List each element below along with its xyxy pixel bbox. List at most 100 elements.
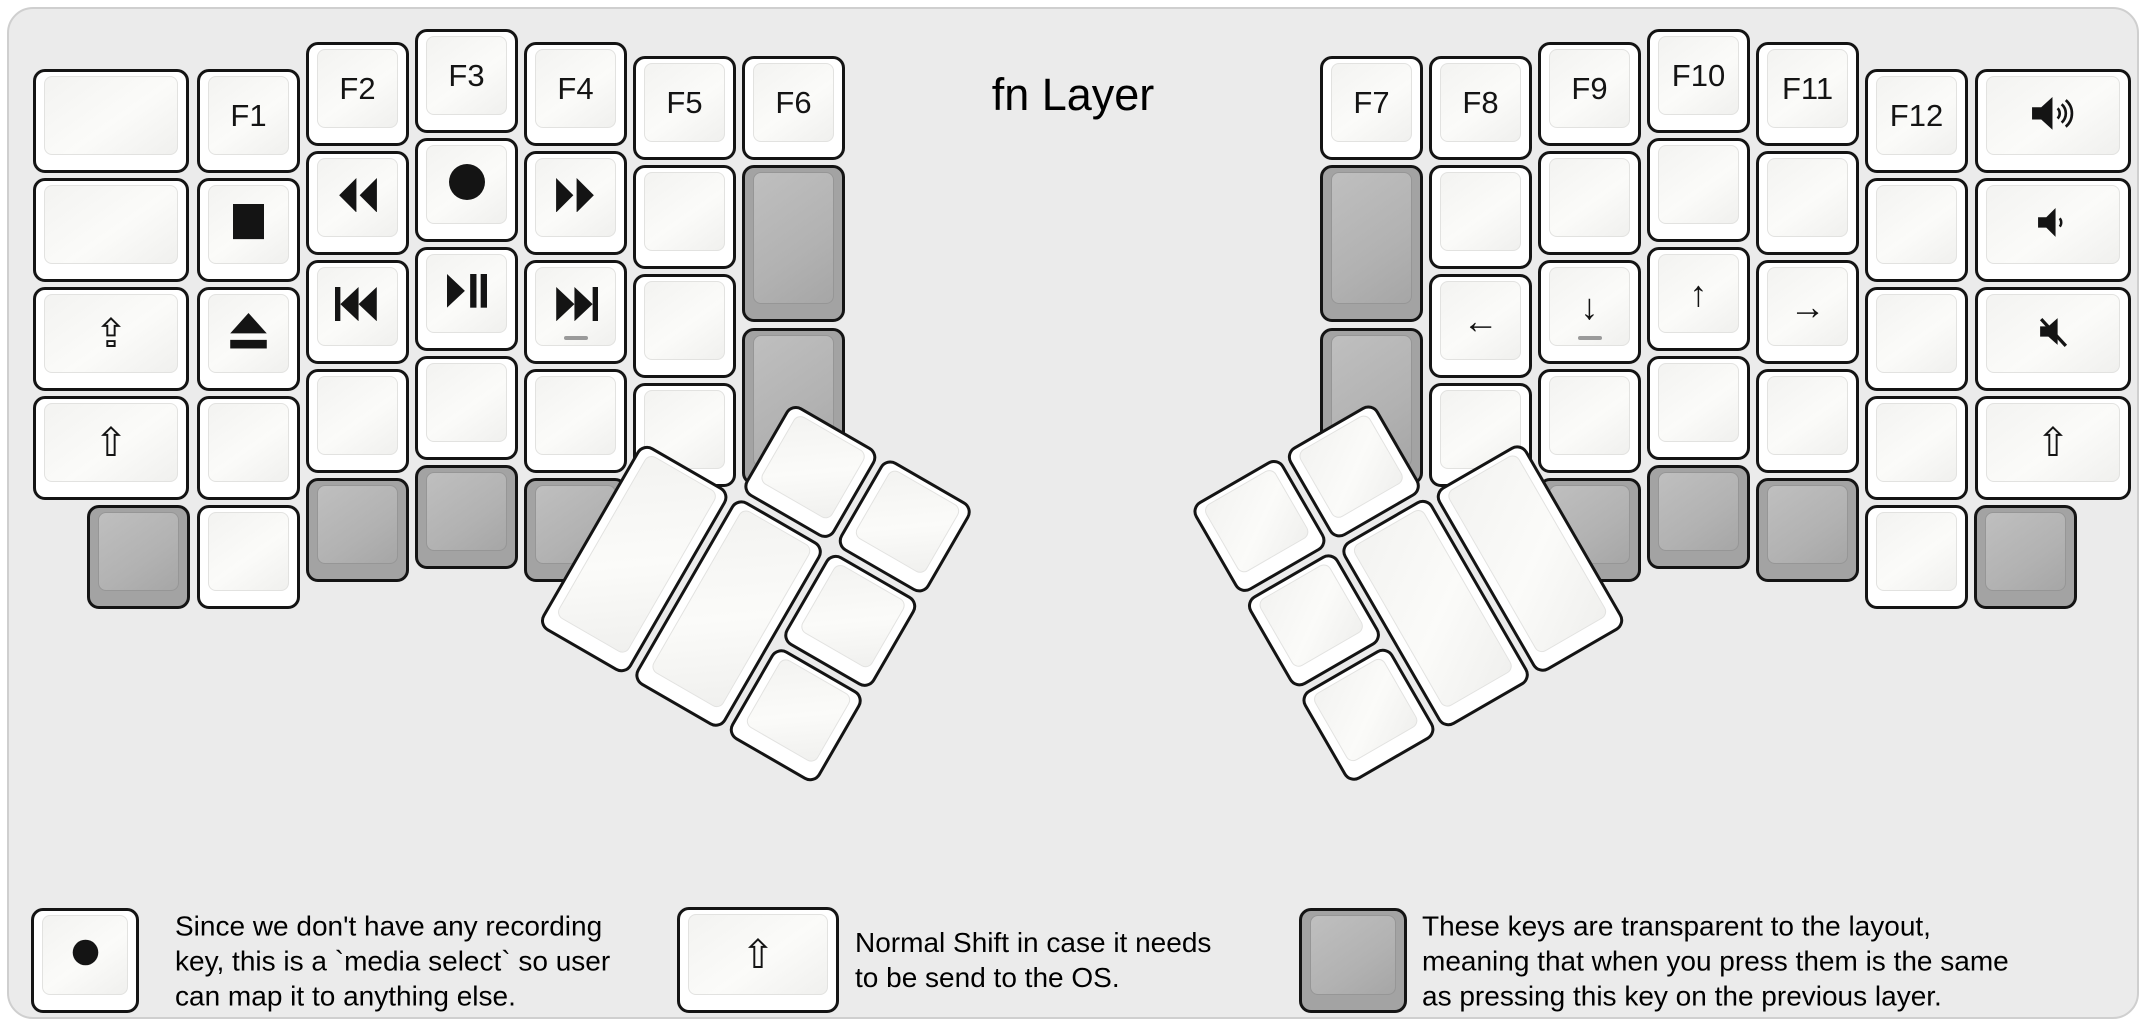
keycap-surface (208, 294, 289, 373)
key-blank[interactable] (1865, 178, 1968, 282)
key-transparent[interactable] (1974, 505, 2077, 609)
key-blank[interactable] (1538, 151, 1641, 255)
key-legend-text: ↓ (1580, 285, 1599, 327)
key-f9[interactable]: F9 (1538, 42, 1641, 146)
key-transparent[interactable] (1320, 165, 1423, 322)
layer-title: fn Layer (991, 69, 1155, 120)
key-legend-text: F4 (557, 71, 594, 106)
key-rewind[interactable] (306, 151, 409, 255)
key-blank[interactable] (306, 369, 409, 473)
keycap-surface (644, 281, 725, 360)
key-blank[interactable] (1865, 505, 1968, 609)
key-blank[interactable] (524, 369, 627, 473)
keycap-surface (1202, 467, 1312, 576)
key-left-arrow[interactable]: ← (1429, 274, 1532, 378)
keycap-surface: F11 (1767, 49, 1848, 128)
key-blank[interactable] (633, 165, 736, 269)
key-transparent[interactable] (306, 478, 409, 582)
keycap-surface: ⇪ (44, 294, 178, 373)
key-blank[interactable] (197, 505, 300, 609)
homing-mark (563, 336, 588, 340)
key-blank[interactable] (1756, 151, 1859, 255)
key-transparent[interactable] (415, 465, 518, 569)
keycap-surface (208, 512, 289, 591)
key-blank[interactable] (415, 356, 518, 460)
stop-icon (233, 204, 264, 244)
key-blank[interactable] (1756, 369, 1859, 473)
keycap-surface (1549, 158, 1630, 237)
key-up-arrow[interactable]: ↑ (1647, 247, 1750, 351)
key-f8[interactable]: F8 (1429, 56, 1532, 160)
keycap-surface (1986, 294, 2120, 373)
keycap-surface (1985, 512, 2066, 591)
key-legend-text: F6 (775, 85, 812, 120)
keycap-surface (1296, 412, 1406, 521)
key-play-pause[interactable] (415, 247, 518, 351)
key-f12[interactable]: F12 (1865, 69, 1968, 173)
keycap-surface (1986, 185, 2120, 264)
key-blank[interactable] (1865, 396, 1968, 500)
key-legend-text: F10 (1671, 58, 1726, 93)
key-down-arrow[interactable]: ↓ (1538, 260, 1641, 364)
keycap-surface (535, 376, 616, 455)
key-previous-track[interactable] (306, 260, 409, 364)
keycap-surface (753, 172, 834, 304)
key-legend-text: F3 (448, 58, 485, 93)
next-track-icon (553, 286, 598, 326)
key-blank[interactable] (1647, 356, 1750, 460)
keycap-surface: ← (1440, 281, 1521, 360)
record-icon (72, 939, 99, 971)
keycap-surface: ⇧ (44, 403, 178, 482)
key-volume-up[interactable] (1975, 69, 2131, 173)
key-f2[interactable]: F2 (306, 42, 409, 146)
key-legend-text: ⇪ (94, 311, 128, 356)
legend-text: Normal Shift in case it needs to be send… (855, 927, 1212, 993)
key-blank[interactable] (197, 396, 300, 500)
key-f3[interactable]: F3 (415, 29, 518, 133)
keycap-surface (317, 376, 398, 455)
key-transparent[interactable] (1647, 465, 1750, 569)
key-blank[interactable] (1429, 165, 1532, 269)
keycap-surface: F10 (1658, 36, 1739, 115)
keycap-surface (42, 915, 128, 995)
key-f4[interactable]: F4 (524, 42, 627, 146)
key-blank[interactable] (1538, 369, 1641, 473)
keycap-surface: F12 (1876, 76, 1957, 155)
key-mute[interactable] (1975, 287, 2131, 391)
key-blank[interactable] (33, 69, 189, 173)
key-shift-left[interactable]: ⇧ (33, 396, 189, 500)
key-shift-right[interactable]: ⇧ (1975, 396, 2131, 500)
keycap-surface (44, 185, 178, 264)
key-blank[interactable] (1865, 287, 1968, 391)
key-blank[interactable] (1647, 138, 1750, 242)
keycap-surface (1876, 403, 1957, 482)
eject-icon (227, 313, 270, 353)
key-f5[interactable]: F5 (633, 56, 736, 160)
key-transparent[interactable] (1756, 478, 1859, 582)
key-legend-text: ⇧ (741, 932, 775, 977)
fast-forward-icon (555, 177, 596, 218)
key-caps-lock[interactable]: ⇪ (33, 287, 189, 391)
key-blank[interactable] (33, 178, 189, 282)
keycap-surface (852, 467, 963, 576)
key-f7[interactable]: F7 (1320, 56, 1423, 160)
key-blank[interactable] (633, 274, 736, 378)
key-record[interactable] (415, 138, 518, 242)
keycap-surface: ⇧ (1986, 403, 2120, 482)
key-eject[interactable] (197, 287, 300, 391)
key-legend-text: F1 (230, 98, 267, 133)
key-next-track[interactable] (524, 260, 627, 364)
key-transparent[interactable] (742, 165, 845, 322)
key-transparent[interactable] (87, 505, 190, 609)
key-right-arrow[interactable]: → (1756, 260, 1859, 364)
key-stop[interactable] (197, 178, 300, 282)
key-f6[interactable]: F6 (742, 56, 845, 160)
key-f11[interactable]: F11 (1756, 42, 1859, 146)
key-volume-down[interactable] (1975, 178, 2131, 282)
key-f1[interactable]: F1 (197, 69, 300, 173)
previous-track-icon (335, 286, 380, 326)
key-f10[interactable]: F10 (1647, 29, 1750, 133)
legend-record-key (31, 908, 139, 1013)
key-fast-forward[interactable] (524, 151, 627, 255)
